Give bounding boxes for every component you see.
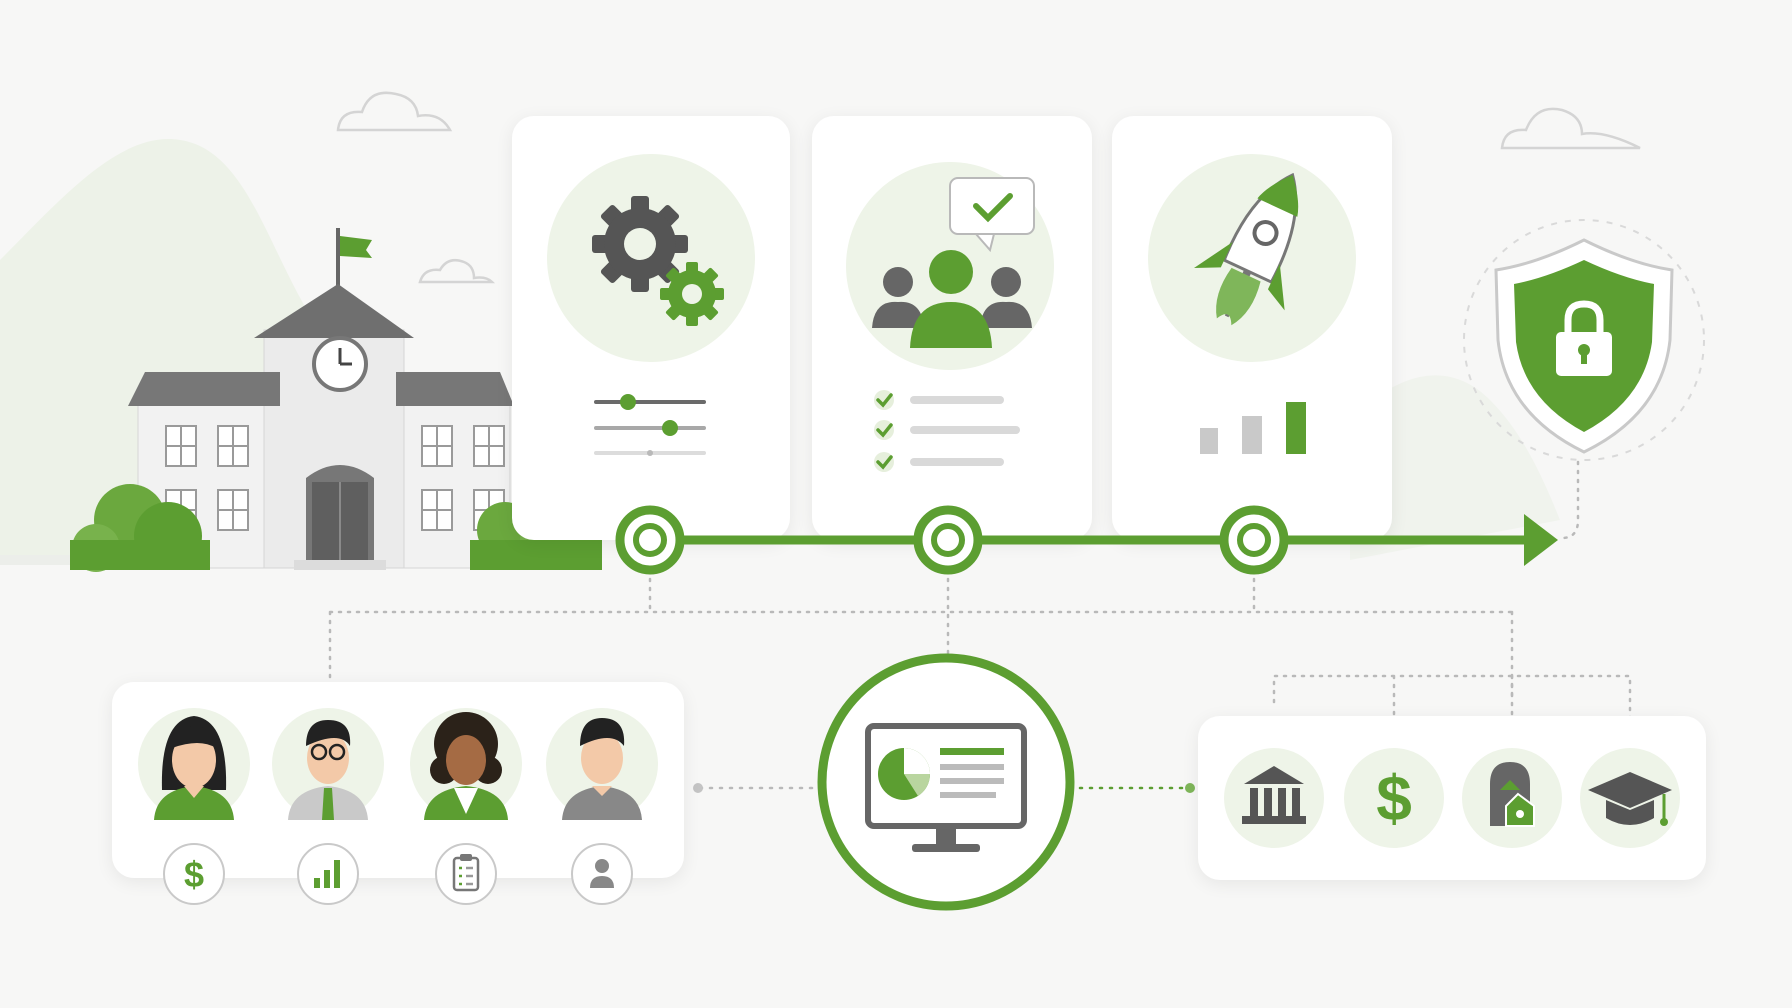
- shield-ring: [1463, 219, 1705, 461]
- configuration-card[interactable]: [512, 116, 790, 540]
- services-panel: [1198, 716, 1706, 880]
- people-panel: [112, 682, 684, 878]
- launch-card[interactable]: [1112, 116, 1392, 540]
- cloud-icon: [336, 91, 1641, 284]
- school-building-icon: [128, 228, 514, 570]
- link-dot: [693, 783, 703, 793]
- team-review-card[interactable]: [812, 116, 1092, 540]
- link-dot: [1185, 783, 1195, 793]
